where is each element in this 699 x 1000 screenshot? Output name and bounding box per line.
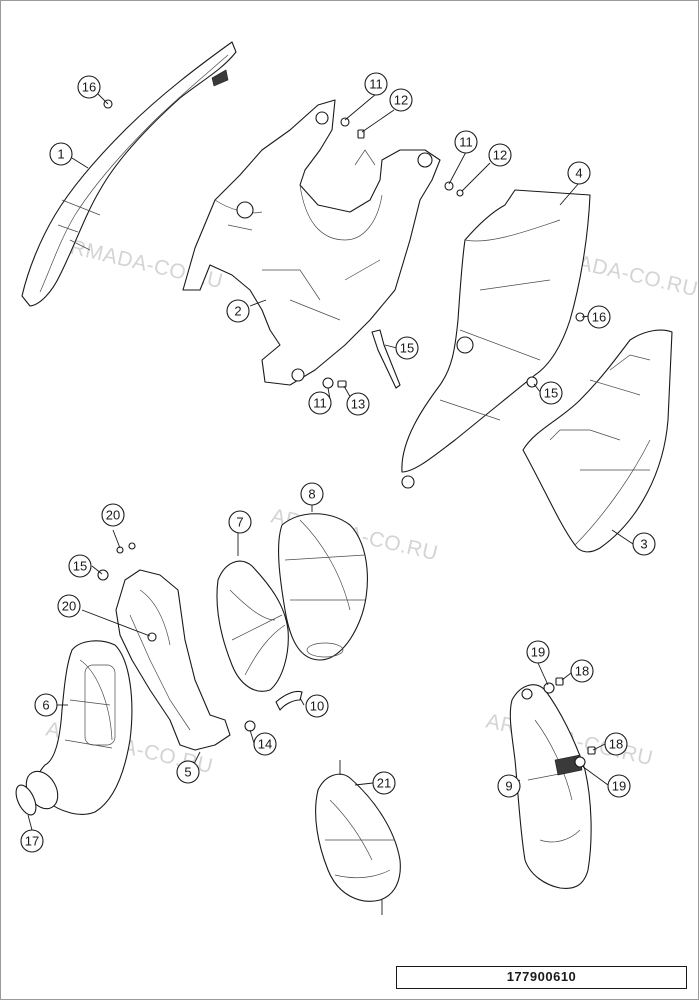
callout: 7 — [228, 510, 252, 534]
part-filter-cover — [509, 684, 592, 889]
callout-label: 11 — [459, 135, 473, 150]
callout: 2 — [226, 299, 250, 323]
callout: 15 — [539, 381, 563, 405]
part-right-side-panel — [522, 329, 673, 553]
part-clip — [275, 690, 303, 711]
callout: 16 — [587, 305, 611, 329]
diagram-id: 177900610 — [506, 969, 577, 984]
part-filter-support-cage — [216, 540, 289, 692]
part-left-side-panel — [401, 189, 591, 489]
callout: 11 — [308, 391, 332, 415]
callout: 20 — [57, 594, 81, 618]
callout: 18 — [570, 659, 594, 683]
callout-label: 13 — [351, 397, 365, 412]
callout: 15 — [395, 336, 419, 360]
callout-label: 21 — [377, 776, 391, 791]
callout-label: 16 — [82, 80, 96, 95]
callout-label: 10 — [310, 699, 324, 714]
callout: 8 — [300, 482, 324, 506]
part-filter-cover-insert — [315, 760, 401, 915]
callout-label: 15 — [73, 559, 87, 574]
callout-label: 15 — [400, 341, 414, 356]
callout-label: 7 — [236, 515, 243, 530]
part-air-filter-element — [278, 513, 368, 661]
diagram-id-box: 177900610 — [396, 966, 687, 989]
callout-label: 16 — [592, 310, 606, 325]
callout: 17 — [20, 829, 44, 853]
callout-label: 3 — [640, 537, 647, 552]
fasteners — [97, 99, 596, 768]
callout-label: 12 — [394, 93, 408, 108]
callout-label: 20 — [106, 508, 120, 523]
callout-label: 17 — [25, 834, 39, 849]
callout: 14 — [253, 732, 277, 756]
callout-label: 8 — [308, 487, 315, 502]
callout-label: 18 — [575, 664, 589, 679]
part-bracket-pin — [371, 329, 401, 389]
callout-label: 4 — [575, 166, 582, 181]
callout: 19 — [526, 640, 550, 664]
callout: 4 — [567, 161, 591, 185]
part-air-box-frame — [182, 99, 441, 386]
callout-label: 2 — [234, 304, 241, 319]
callout-label: 12 — [493, 148, 507, 163]
callout: 16 — [77, 75, 101, 99]
callout-label: 19 — [612, 779, 626, 794]
callout-label: 6 — [42, 698, 49, 713]
callout: 12 — [488, 143, 512, 167]
part-hose-clamp — [15, 784, 37, 816]
callout: 10 — [305, 694, 329, 718]
callout: 5 — [176, 760, 200, 784]
callout: 20 — [101, 503, 125, 527]
callout: 19 — [607, 774, 631, 798]
callout-label: 9 — [505, 779, 512, 794]
callout: 13 — [346, 392, 370, 416]
callout-label: 14 — [258, 737, 272, 752]
callout-label: 18 — [609, 737, 623, 752]
callout: 11 — [364, 72, 388, 96]
callout-label: 5 — [184, 765, 191, 780]
callout: 15 — [68, 554, 92, 578]
callout-label: 15 — [544, 386, 558, 401]
callout: 11 — [454, 130, 478, 154]
callout: 12 — [389, 88, 413, 112]
part-intake-boot — [25, 640, 133, 815]
callout: 18 — [604, 732, 628, 756]
callout: 3 — [632, 532, 656, 556]
callout: 6 — [34, 693, 58, 717]
callout-label: 20 — [62, 599, 76, 614]
part-filter-cage-holder — [115, 569, 231, 751]
callout-label: 11 — [369, 77, 383, 92]
part-left-side-cover-strip — [21, 41, 237, 307]
callout: 9 — [497, 774, 521, 798]
callout-label: 11 — [313, 396, 327, 411]
callout: 21 — [372, 771, 396, 795]
callout-label: 19 — [531, 645, 545, 660]
callout: 1 — [49, 142, 73, 166]
callout-label: 1 — [57, 147, 64, 162]
